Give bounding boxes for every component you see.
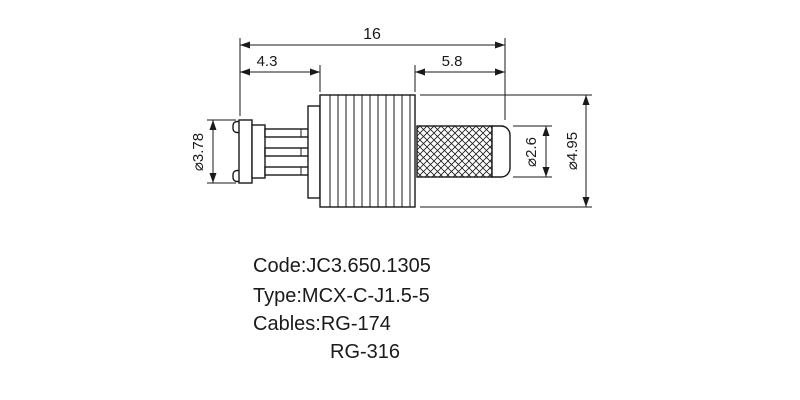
connector-body bbox=[232, 94, 511, 208]
part-cables-text: Cables:RG-174 bbox=[253, 313, 391, 335]
body-main bbox=[319, 94, 416, 208]
dimension-label-dia-front: ⌀3.78 bbox=[190, 133, 207, 171]
arrow-up-icon bbox=[209, 120, 217, 130]
arrow-up-icon bbox=[582, 95, 590, 105]
arrow-down-icon bbox=[582, 197, 590, 207]
crimp-sleeve-knurl bbox=[416, 125, 493, 178]
arrow-left-icon bbox=[240, 41, 250, 49]
collar-front bbox=[238, 119, 253, 184]
dimension-label-dia-cable: ⌀2.6 bbox=[523, 137, 540, 167]
collar-back bbox=[251, 124, 266, 179]
body-front-step bbox=[307, 105, 321, 199]
part-cables-secondary-text: RG-316 bbox=[330, 341, 400, 363]
arrow-down-icon bbox=[542, 167, 550, 177]
dimension-label-overall: 16 bbox=[363, 26, 381, 43]
part-info: Code:JC3.650.1305 Type:MCX-C-J1.5-5 Cabl… bbox=[253, 255, 431, 363]
arrow-left-icon bbox=[415, 68, 425, 76]
part-type-text: Type:MCX-C-J1.5-5 bbox=[253, 285, 430, 307]
arrow-up-icon bbox=[542, 126, 550, 136]
arrow-right-icon bbox=[495, 41, 505, 49]
dimension-left-section: 4.3 bbox=[240, 53, 321, 92]
arrow-right-icon bbox=[495, 68, 505, 76]
arrow-down-icon bbox=[209, 173, 217, 183]
dimension-label-dia-body: ⌀4.95 bbox=[564, 132, 581, 170]
arrow-right-icon bbox=[310, 68, 320, 76]
dimension-label-right: 5.8 bbox=[442, 53, 463, 70]
dimension-right-section: 5.8 bbox=[414, 53, 505, 92]
dimension-dia-cable: ⌀2.6 bbox=[513, 125, 552, 178]
dimension-overall-length: 16 bbox=[239, 26, 506, 120]
dimension-dia-body: ⌀4.95 bbox=[420, 94, 592, 208]
arrow-left-icon bbox=[240, 68, 250, 76]
part-code-text: Code:JC3.650.1305 bbox=[253, 255, 431, 277]
body-rib-grooves bbox=[329, 95, 411, 207]
dimension-dia-front: ⌀3.78 bbox=[190, 119, 236, 184]
dimension-label-left: 4.3 bbox=[257, 53, 278, 70]
sleeve-tip bbox=[491, 125, 511, 178]
